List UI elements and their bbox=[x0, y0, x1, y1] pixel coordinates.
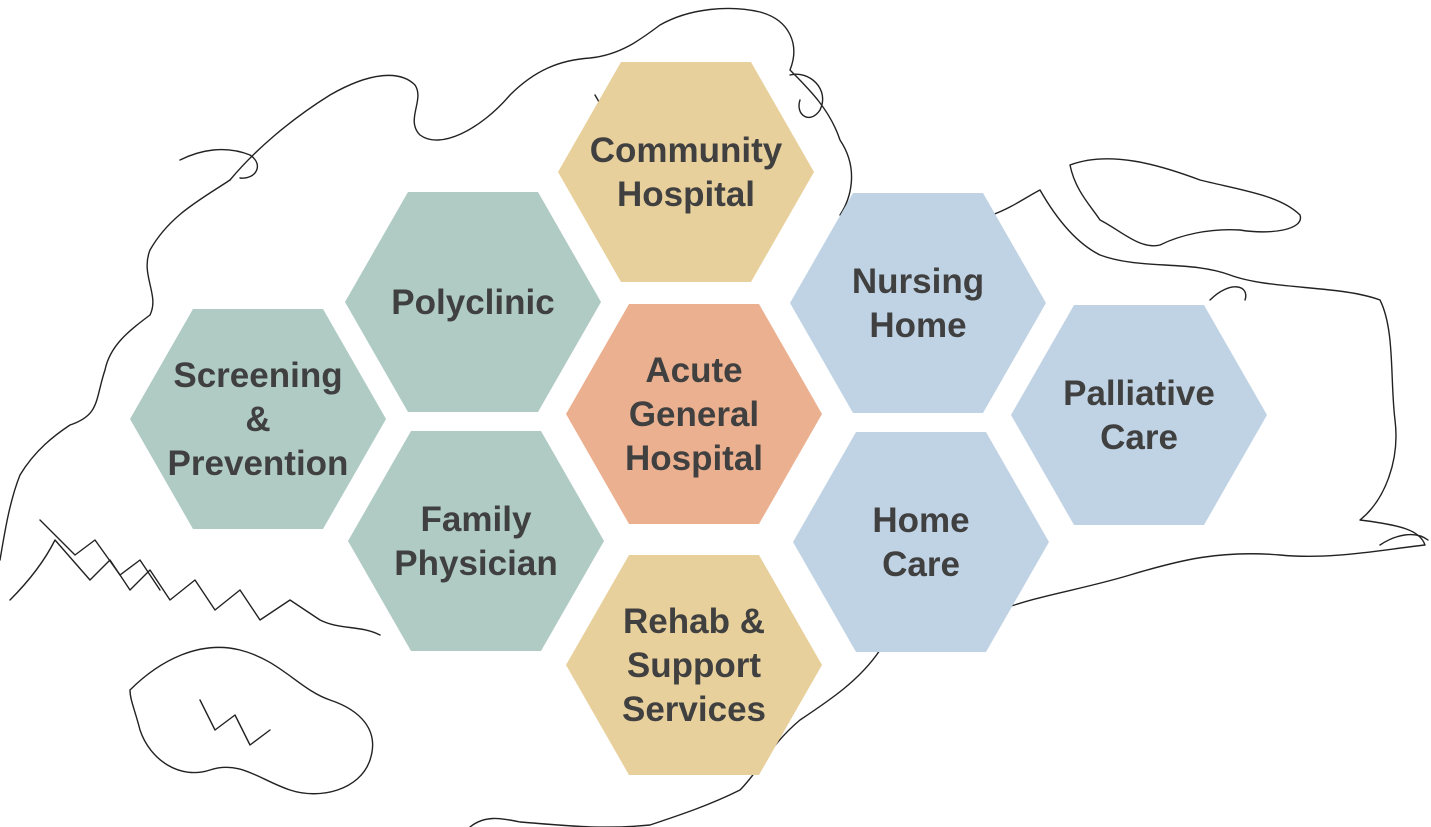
hex-label-palliative-care-line-1: Palliative bbox=[1063, 374, 1215, 413]
hex-label-rehab-support-services-line-3: Services bbox=[622, 690, 766, 729]
hex-polyclinic: Polyclinic bbox=[345, 192, 601, 412]
hex-label-family-physician-line-1: Family bbox=[421, 500, 532, 539]
hex-shape-home-care bbox=[793, 432, 1049, 652]
hex-label-rehab-support-services-line-2: Support bbox=[627, 646, 761, 685]
hex-shape-community-hospital bbox=[558, 62, 814, 282]
hex-label-nursing-home-line-2: Home bbox=[869, 306, 966, 345]
hex-label-screening-prevention-line-1: Screening bbox=[173, 356, 342, 395]
hex-label-acute-general-hospital-line-3: Hospital bbox=[625, 439, 763, 478]
hexagon-grid: CommunityHospitalPolyclinicNursingHomeSc… bbox=[130, 62, 1267, 775]
hex-label-home-care-line-2: Care bbox=[882, 545, 960, 584]
island-map-outline bbox=[0, 7, 1429, 827]
hex-shape-rehab-support-services bbox=[566, 555, 822, 775]
hex-label-palliative-care-line-2: Care bbox=[1100, 418, 1178, 457]
hex-shape-acute-general-hospital bbox=[566, 304, 822, 524]
hex-screening-prevention: Screening & Prevention bbox=[130, 309, 386, 529]
hex-label-family-physician-line-2: Physician bbox=[394, 544, 557, 583]
hex-shape-polyclinic bbox=[345, 192, 601, 412]
hex-label-screening-prevention-line-3: Prevention bbox=[168, 444, 349, 483]
hex-shape-palliative-care bbox=[1011, 305, 1267, 525]
hex-shape-family-physician bbox=[348, 431, 604, 651]
hex-label-home-care-line-1: Home bbox=[872, 501, 969, 540]
hex-label-nursing-home-line-1: Nursing bbox=[852, 262, 984, 301]
hex-label-rehab-support-services-line-1: Rehab & bbox=[623, 602, 765, 641]
hex-label-polyclinic-line-1: Polyclinic bbox=[391, 283, 554, 322]
hex-shape-screening-prevention bbox=[130, 309, 386, 529]
hex-label-community-hospital-line-1: Community bbox=[590, 131, 783, 170]
hex-shape-nursing-home bbox=[790, 193, 1046, 413]
hex-label-community-hospital-line-2: Hospital bbox=[617, 175, 755, 214]
hex-label-acute-general-hospital-line-2: General bbox=[629, 395, 759, 434]
hex-label-acute-general-hospital-line-1: Acute bbox=[645, 351, 742, 390]
hex-label-screening-prevention-line-2: & bbox=[245, 400, 270, 439]
